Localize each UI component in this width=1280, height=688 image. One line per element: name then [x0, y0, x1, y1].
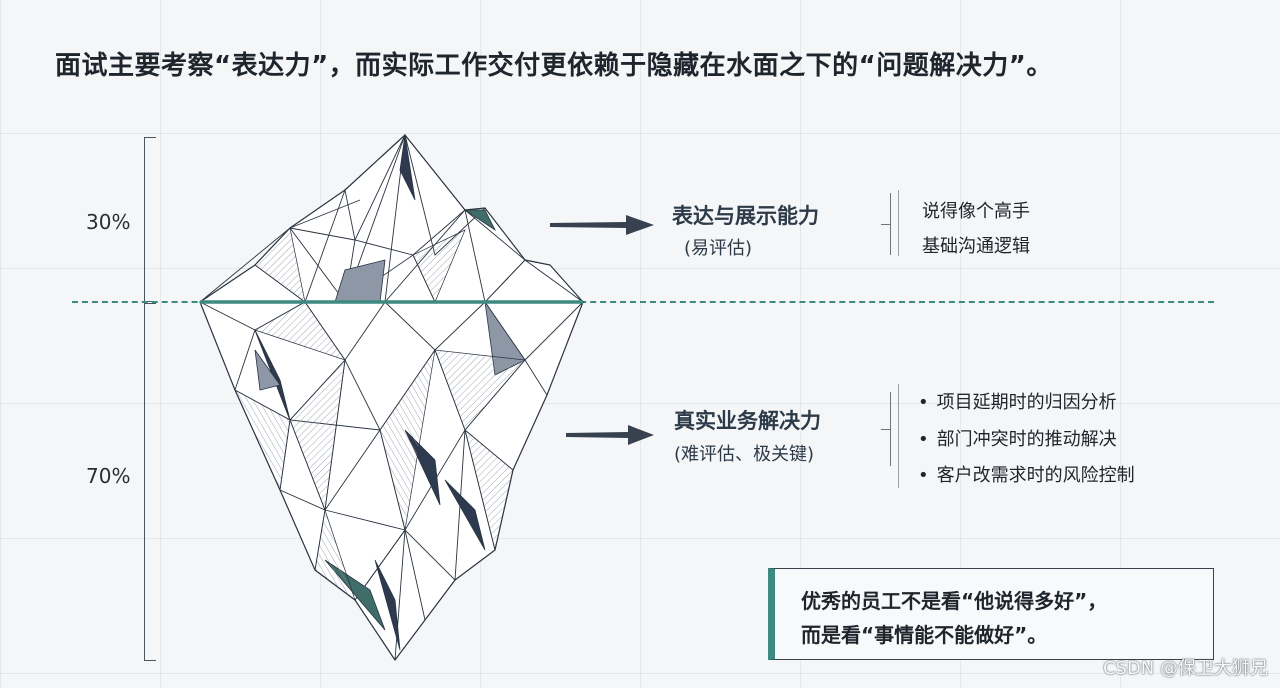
bracket-above-water	[144, 137, 157, 302]
quote-line-1: 优秀的员工不是看“他说得多好”，	[801, 589, 1108, 613]
separator-bottom	[898, 384, 899, 488]
label-problem-solving: 真实业务解决力	[674, 409, 821, 433]
watermark-text: CSDN @保卫大狮兄	[1102, 658, 1268, 679]
detail-item: 说得像个高手	[922, 201, 1030, 222]
label-expression-ability: 表达与展示能力	[672, 204, 819, 228]
iceberg-illustration	[199, 133, 584, 661]
label-easy-to-evaluate: (易评估)	[684, 238, 753, 259]
separator-top	[898, 190, 899, 256]
waterline-dashed	[72, 301, 1214, 303]
arrow-right-icon	[550, 215, 654, 235]
detail-bullet-item: 部门冲突时的推动解决	[918, 425, 1117, 451]
detail-bullet-item: 项目延期时的归因分析	[918, 388, 1117, 414]
brace-top	[876, 193, 891, 255]
brace-bottom	[876, 392, 891, 466]
quote-box: 优秀的员工不是看“他说得多好”， 而是看“事情能不能做好”。	[768, 568, 1214, 660]
iceberg-tip	[199, 134, 584, 303]
percent-above-water: 30%	[86, 210, 131, 234]
arrow-right-icon	[566, 425, 654, 445]
bracket-below-water	[144, 303, 157, 661]
percent-below-water: 70%	[86, 464, 131, 488]
detail-bullet-item: 客户改需求时的风险控制	[918, 461, 1135, 487]
page-title: 面试主要考察“表达力”，而实际工作交付更依赖于隐藏在水面之下的“问题解决力”。	[55, 51, 1053, 81]
quote-line-2: 而是看“事情能不能做好”。	[801, 623, 1048, 647]
label-hard-to-evaluate: (难评估、极关键)	[674, 444, 815, 465]
detail-item: 基础沟通逻辑	[922, 236, 1030, 257]
